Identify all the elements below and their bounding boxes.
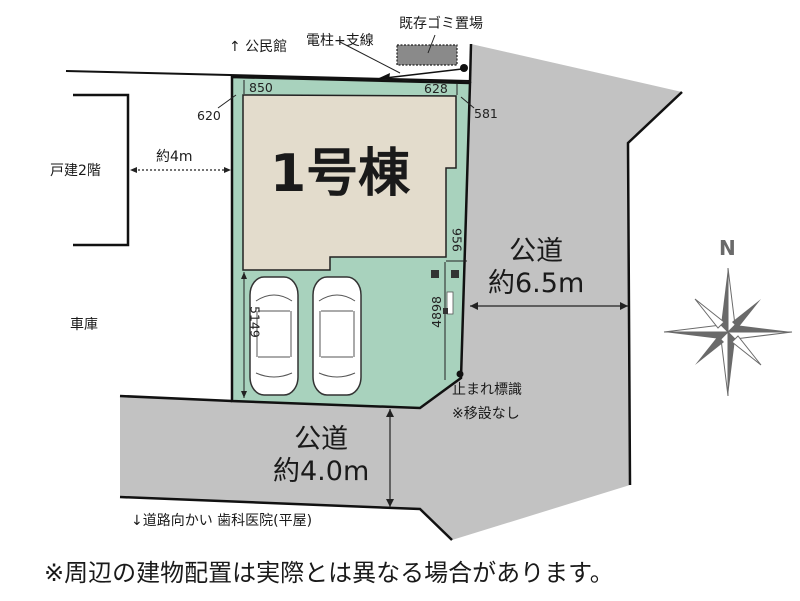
house-name-label: 1号棟 [270,144,411,204]
garbage-area-label: 既存ゴミ置場 [399,16,483,32]
arrowhead-icon [470,302,478,310]
bicycle-parking-icon [431,270,459,315]
garbage-leader-line [427,34,436,54]
dim-line-620 [217,94,237,109]
utility-pole-icon [460,64,468,72]
stop-sign-icon [456,370,464,378]
south-road-label: 公道 約4.0m [273,424,369,489]
dim-628: 628 [424,81,448,96]
stop-sign-note: ※移設なし [452,406,520,422]
disclaimer-text: ※周辺の建物配置は実際とは異なる場合があります。 [44,559,614,587]
house-footprint [242,94,457,271]
road-edge-south-bottom [119,495,453,541]
neighbor-house-label: 戸建2階 [50,163,101,179]
dim-850: 850 [249,80,273,95]
dim-line-581 [460,96,475,109]
car-icon [312,276,362,396]
garage-label: 車庫 [70,317,98,333]
guy-wire-line [384,68,463,79]
arrowhead-icon [386,409,394,417]
arrowhead-icon [224,167,231,173]
east-road-name: 公道 [509,236,564,267]
dim-581: 581 [474,106,498,121]
compass-rose-icon [663,267,793,397]
east-road-label: 公道 約6.5m [488,236,584,301]
road-edge-east [626,91,683,486]
distance-neighbor-label: 約4m [156,149,193,165]
community-hall-label: ↑ 公民館 [229,39,288,55]
road-edge-south-top [119,394,233,403]
stop-sign-label: 止まれ標識 [452,382,522,398]
dim-5149: 5149 [247,306,263,338]
arrowhead-icon [241,272,247,279]
road-area [120,44,682,540]
east-boundary-line [468,43,473,84]
south-road-width: 約4.0m [273,456,370,488]
compass-north-label: N [719,236,736,260]
utility-pole-label: 電柱+支線 [306,33,374,49]
arrowhead-icon [130,167,137,173]
opposite-clinic-label: ↓道路向かい 歯科医院(平屋) [131,513,313,529]
dim-620: 620 [197,108,221,123]
arrowhead-icon [620,302,628,310]
arrowhead-icon [386,499,394,507]
dim-4898: 4898 [429,296,444,328]
dim-956: 956 [449,228,465,252]
car-icon [249,276,299,396]
garbage-area-box [396,44,458,66]
arrowhead-icon [241,391,247,398]
pole-leader-line [339,41,401,74]
south-road-name: 公道 [294,424,349,455]
neighbor-house-outline [73,93,130,247]
east-road-width: 約6.5m [488,268,585,300]
arrowhead-icon [379,73,390,80]
north-boundary-line [65,70,471,82]
